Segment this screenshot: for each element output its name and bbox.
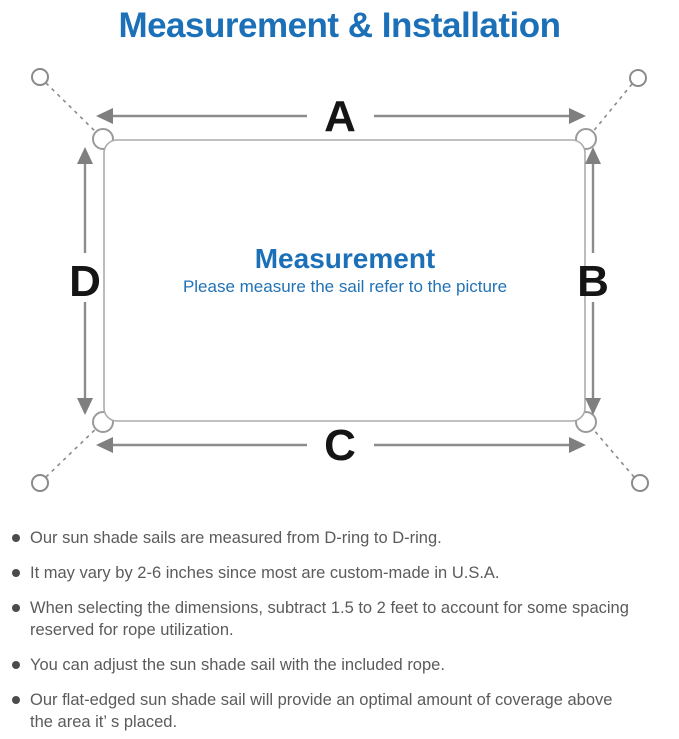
diagram-center-title: Measurement (255, 243, 436, 274)
arrowhead-left-down (77, 398, 93, 415)
arrowhead-right-up (585, 147, 601, 164)
note-text: Our flat-edged sun shade sail will provi… (30, 691, 613, 731)
note-text: When selecting the dimensions, subtract … (30, 599, 629, 639)
rope-dash-top-right (586, 83, 633, 140)
sail-rectangle (103, 139, 586, 422)
bullet-icon (12, 534, 20, 542)
rope-dash-bottom-right (586, 421, 635, 478)
anchor-point-bottom-right (631, 474, 649, 492)
rope-dash-top-left (45, 82, 104, 140)
note-item: When selecting the dimensions, subtract … (10, 597, 665, 641)
dim-label-b: B (577, 257, 609, 306)
dim-label-c: C (324, 421, 356, 470)
measurement-diagram: A C D B Measurement Please measure the s… (31, 68, 649, 492)
arrowhead-top-right (569, 108, 586, 124)
bullet-icon (12, 569, 20, 577)
page-title: Measurement & Installation (118, 6, 561, 45)
note-text: Our sun shade sails are measured from D-… (30, 529, 442, 547)
dim-label-d: D (69, 257, 101, 306)
arrowhead-right-down (585, 398, 601, 415)
arrowhead-bottom-right (569, 437, 586, 453)
dim-label-a: A (324, 92, 356, 141)
anchor-point-top-right (629, 69, 647, 87)
note-item: You can adjust the sun shade sail with t… (10, 654, 665, 676)
arrowhead-left-up (77, 147, 93, 164)
anchor-point-top-left (31, 68, 49, 86)
note-item: Our sun shade sails are measured from D-… (10, 527, 665, 549)
note-text: You can adjust the sun shade sail with t… (30, 656, 445, 674)
bullet-icon (12, 661, 20, 669)
note-item: Our flat-edged sun shade sail will provi… (10, 689, 665, 733)
note-text: It may vary by 2-6 inches since most are… (30, 564, 500, 582)
rope-dash-bottom-left (45, 421, 104, 478)
bullet-icon (12, 696, 20, 704)
bullet-icon (12, 604, 20, 612)
arrowhead-bottom-left (96, 437, 113, 453)
notes-list: Our sun shade sails are measured from D-… (0, 510, 679, 733)
note-item: It may vary by 2-6 inches since most are… (10, 562, 665, 584)
anchor-point-bottom-left (31, 474, 49, 492)
arrowhead-top-left (96, 108, 113, 124)
diagram-center-subtitle: Please measure the sail refer to the pic… (183, 277, 507, 296)
